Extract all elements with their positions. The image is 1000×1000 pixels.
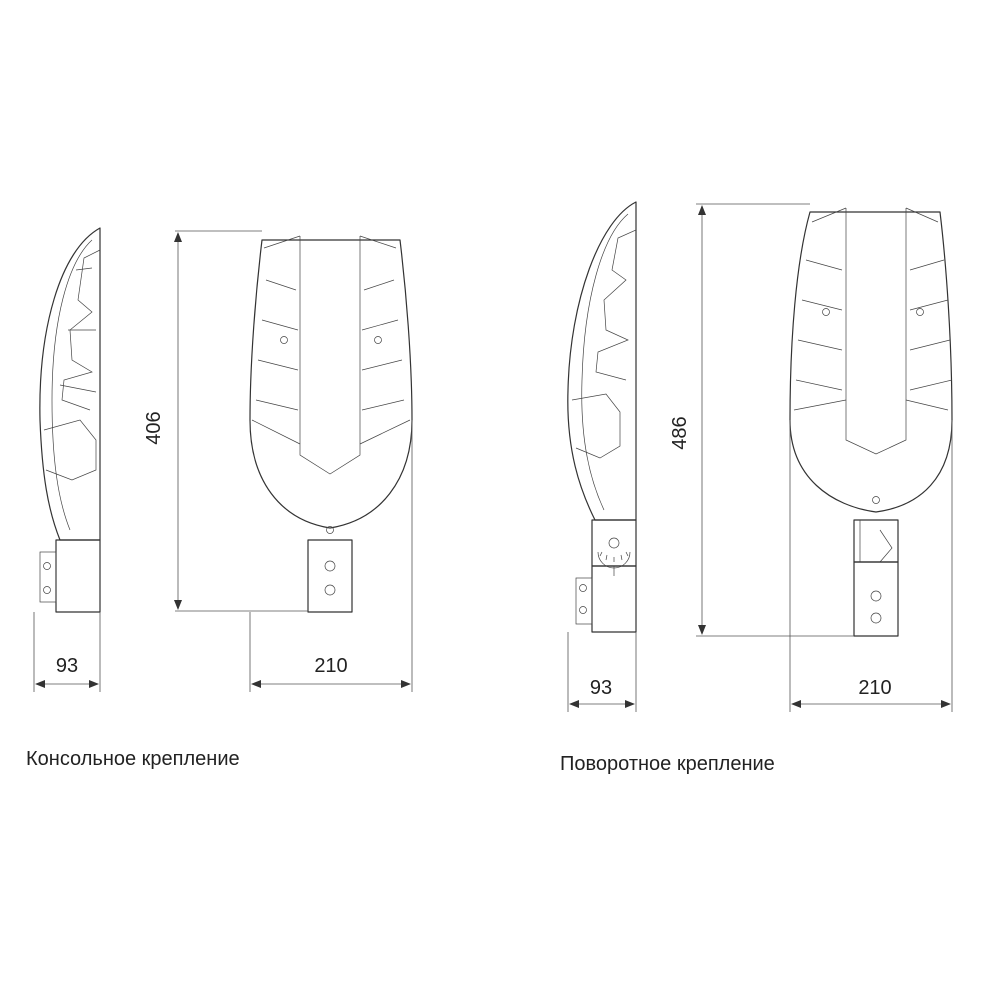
console-dimensions: 406 93 210 xyxy=(33,230,413,692)
swivel-front-view xyxy=(789,207,953,637)
swivel-side-view xyxy=(567,201,637,633)
swivel-dimensions: 486 93 210 xyxy=(567,203,953,712)
console-height-dimension: 406 xyxy=(143,411,165,444)
swivel-front-width-dimension: 210 xyxy=(858,677,891,699)
swivel-side-width-dimension: 93 xyxy=(590,677,612,699)
console-side-width-dimension: 93 xyxy=(56,655,78,677)
console-side-view xyxy=(39,227,101,613)
console-front-view xyxy=(249,235,413,613)
swivel-height-dimension: 486 xyxy=(669,416,691,449)
swivel-mount-caption: Поворотное крепление xyxy=(560,753,775,775)
console-mount-caption: Консольное крепление xyxy=(26,748,240,770)
console-front-width-dimension: 210 xyxy=(314,655,347,677)
